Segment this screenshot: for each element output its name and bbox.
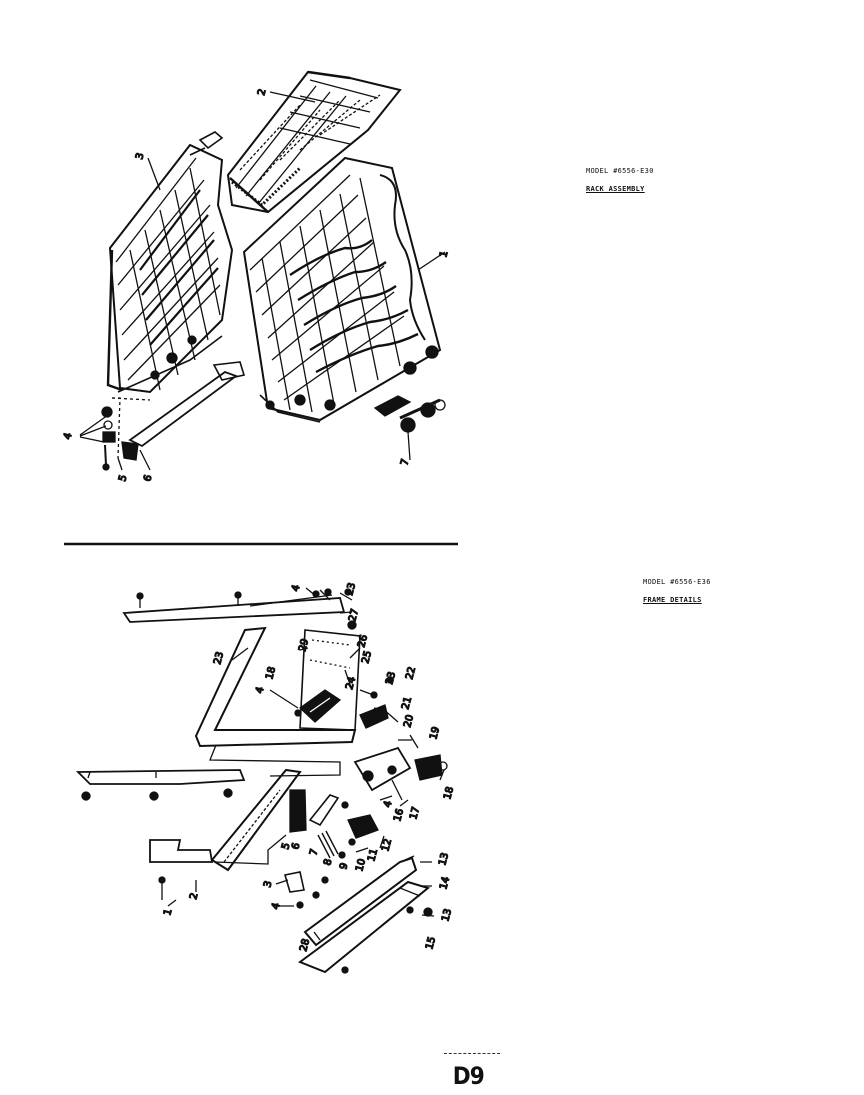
callout-4d: 4 bbox=[270, 902, 282, 911]
callout-5: 5 bbox=[117, 474, 129, 483]
callout-21: 21 bbox=[400, 696, 414, 711]
callout-25: 25 bbox=[360, 650, 374, 665]
left-rail bbox=[75, 769, 246, 801]
callout-24: 24 bbox=[344, 676, 358, 691]
callout-13b: 13 bbox=[440, 908, 454, 923]
callout-16: 16 bbox=[392, 808, 406, 823]
rail-item-27 bbox=[122, 588, 357, 630]
callout-23b: 23 bbox=[212, 651, 226, 666]
callout-1: 1 bbox=[162, 908, 174, 917]
callout-23c: 23 bbox=[384, 671, 398, 686]
callout-17: 17 bbox=[408, 806, 422, 821]
callout-7: 7 bbox=[399, 458, 411, 467]
callout-22: 22 bbox=[404, 666, 418, 681]
frame-details-caption: MODEL #6556-E36 FRAME DETAILS bbox=[643, 578, 711, 604]
bracket-item-2 bbox=[149, 768, 302, 900]
rack-item-3 bbox=[106, 131, 234, 394]
basket-item-2 bbox=[226, 70, 402, 214]
callout-19: 19 bbox=[428, 726, 442, 741]
callout-1: 1 bbox=[438, 250, 450, 259]
rail-item-6 bbox=[101, 361, 246, 471]
frame-details-title: FRAME DETAILS bbox=[643, 596, 702, 604]
callout-2: 2 bbox=[188, 892, 200, 901]
callout-13a: 13 bbox=[437, 852, 451, 867]
callout-3: 3 bbox=[262, 880, 274, 889]
callout-26: 26 bbox=[356, 634, 370, 649]
rack-assembly-caption: MODEL #6556-E30 RACK ASSEMBLY bbox=[586, 167, 654, 193]
callout-29: 29 bbox=[297, 638, 311, 653]
callout-11: 11 bbox=[366, 848, 380, 863]
callout-15: 15 bbox=[424, 936, 438, 951]
bracket-item-24 bbox=[294, 676, 394, 729]
callout-4c: 4 bbox=[382, 800, 394, 809]
callout-23a: 23 bbox=[344, 582, 358, 597]
lever-parts bbox=[283, 789, 379, 909]
callout-4: 4 bbox=[62, 432, 74, 441]
rack-model-label: MODEL #6556-E30 bbox=[586, 167, 654, 175]
callout-8: 8 bbox=[322, 858, 334, 867]
callout-3: 3 bbox=[134, 152, 146, 161]
callout-5: 5 bbox=[280, 842, 292, 851]
track-item-13 bbox=[297, 855, 433, 974]
page-number-rule bbox=[444, 1053, 500, 1055]
callout-6: 6 bbox=[290, 842, 302, 851]
callout-7: 7 bbox=[308, 848, 320, 857]
callout-28: 28 bbox=[298, 938, 312, 953]
callout-10: 10 bbox=[354, 858, 368, 873]
callout-12: 12 bbox=[380, 838, 394, 853]
rack-assembly-title: RACK ASSEMBLY bbox=[586, 185, 645, 193]
callout-4b: 4 bbox=[254, 686, 266, 695]
callout-20: 20 bbox=[402, 714, 416, 729]
callout-27: 27 bbox=[347, 608, 361, 623]
frame-item-25 bbox=[194, 626, 361, 777]
wheel-item-7 bbox=[373, 395, 446, 433]
callout-6: 6 bbox=[142, 474, 154, 483]
callout-2: 2 bbox=[256, 88, 268, 97]
callout-18: 18 bbox=[264, 666, 278, 681]
callout-14: 14 bbox=[438, 876, 452, 891]
page-number: D9 bbox=[452, 1062, 485, 1090]
rack-item-1 bbox=[242, 156, 442, 423]
callout-9: 9 bbox=[338, 862, 350, 871]
hinge-cluster bbox=[353, 734, 448, 801]
frame-model-label: MODEL #6556-E36 bbox=[643, 578, 711, 586]
callout-4a: 4 bbox=[290, 584, 302, 593]
callout-18b: 18 bbox=[442, 786, 456, 801]
